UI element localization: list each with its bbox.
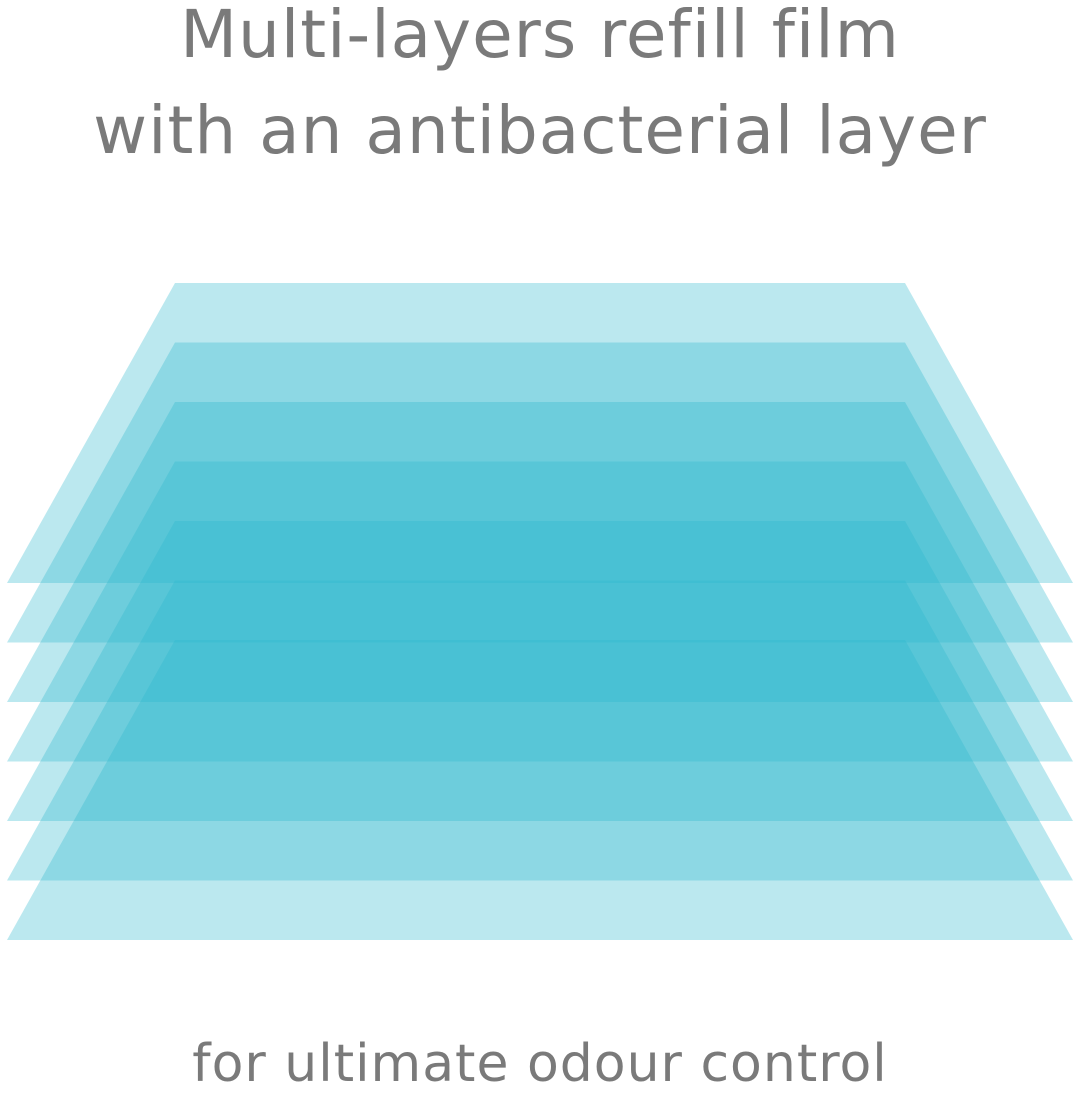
headline-line-1: Multi-layers refill film [180,0,900,73]
headline-line-2: with an antibacterial layer [93,92,987,169]
film-layer [7,461,1073,762]
film-layer [7,283,1073,583]
film-layer [7,402,1073,702]
film-layer [7,580,1073,881]
film-layers-group [7,283,1073,940]
film-layer [7,640,1073,940]
tagline: for ultimate odour control [192,1034,888,1094]
film-layer [7,342,1073,643]
film-layer [7,521,1073,821]
